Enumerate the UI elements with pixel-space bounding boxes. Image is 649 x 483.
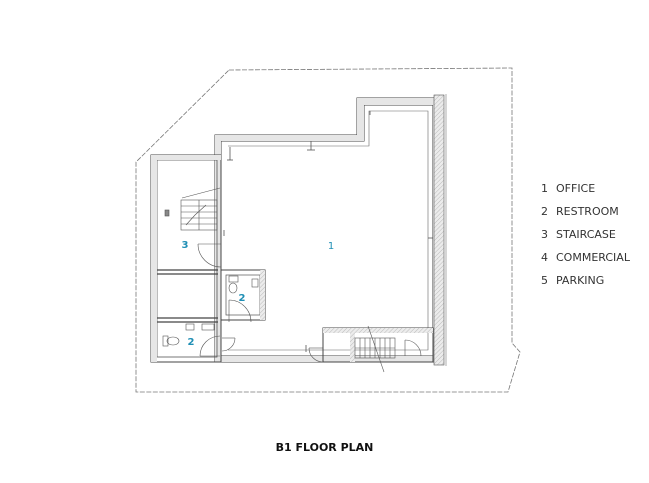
annex-inner [156, 159, 218, 358]
room-label-restroom-lower: 2 [188, 337, 195, 348]
door-staircase-right [404, 339, 422, 357]
room-label-restroom-upper: 2 [239, 293, 246, 304]
retaining-wall [433, 94, 445, 366]
lot-boundary [135, 67, 521, 393]
staircase-left [164, 187, 221, 231]
restroom-upper-wall [260, 270, 265, 320]
annex-wall-band [151, 155, 221, 160]
toilet-lower [162, 323, 215, 347]
staircase-right-wall-band [323, 328, 433, 333]
staircase-right [354, 325, 396, 373]
wall-band [215, 98, 442, 362]
room-label-staircase: 3 [182, 240, 189, 251]
inner-wall [220, 104, 434, 357]
plan-caption: B1 FLOOR PLAN [275, 441, 374, 454]
wall-markers [223, 111, 433, 352]
toilet-upper [228, 275, 259, 294]
staircase-right-wall-left [350, 333, 355, 362]
door-staircase [197, 243, 222, 268]
door-office-left [221, 337, 236, 352]
annex-wall-band-left [151, 160, 157, 362]
office-finish-line [228, 110, 429, 351]
annex-outer [150, 154, 222, 363]
room-label-office: 1 [328, 241, 334, 252]
door-office-lower [308, 347, 324, 363]
door-restroom-lower [199, 335, 221, 357]
door-restroom-upper [228, 299, 252, 323]
